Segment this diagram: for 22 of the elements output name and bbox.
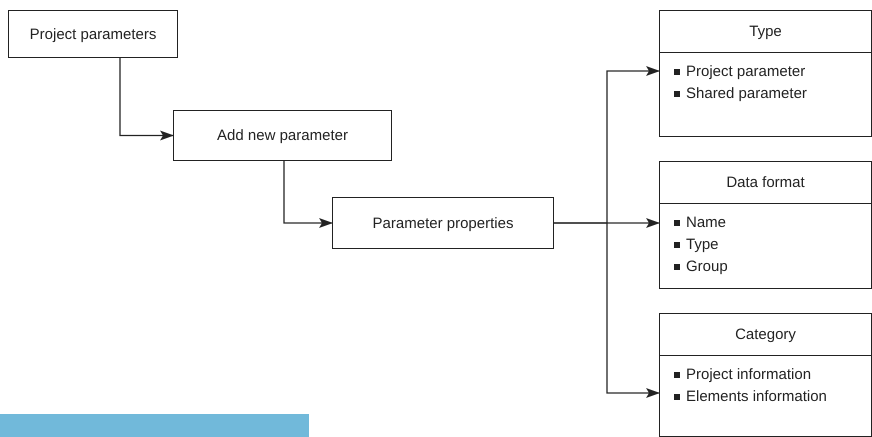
process-box (332, 197, 554, 249)
bullet-item: Type (674, 234, 871, 256)
process-box (173, 110, 392, 161)
process-box (8, 10, 178, 58)
list-box (659, 10, 872, 137)
bullet-item: Project information (674, 364, 871, 386)
bullet-item: Name (674, 212, 871, 234)
arrow (119, 58, 174, 140)
list-box (659, 161, 872, 289)
list-box (659, 313, 872, 437)
box-label: Project parameters (30, 26, 156, 42)
box-label: Parameter properties (372, 214, 514, 232)
arrow (554, 222, 660, 398)
box-heading: Category (735, 326, 796, 343)
box-heading: Type (749, 23, 782, 40)
bullet-item: Shared parameter (674, 83, 871, 105)
bullet-item: Group (674, 256, 871, 278)
box-label: Add new parameter (217, 127, 348, 144)
box-heading: Data format (726, 174, 805, 191)
arrow (283, 161, 333, 228)
bullet-item: Project parameter (674, 61, 871, 83)
bullet-item: Elements information (674, 386, 871, 408)
